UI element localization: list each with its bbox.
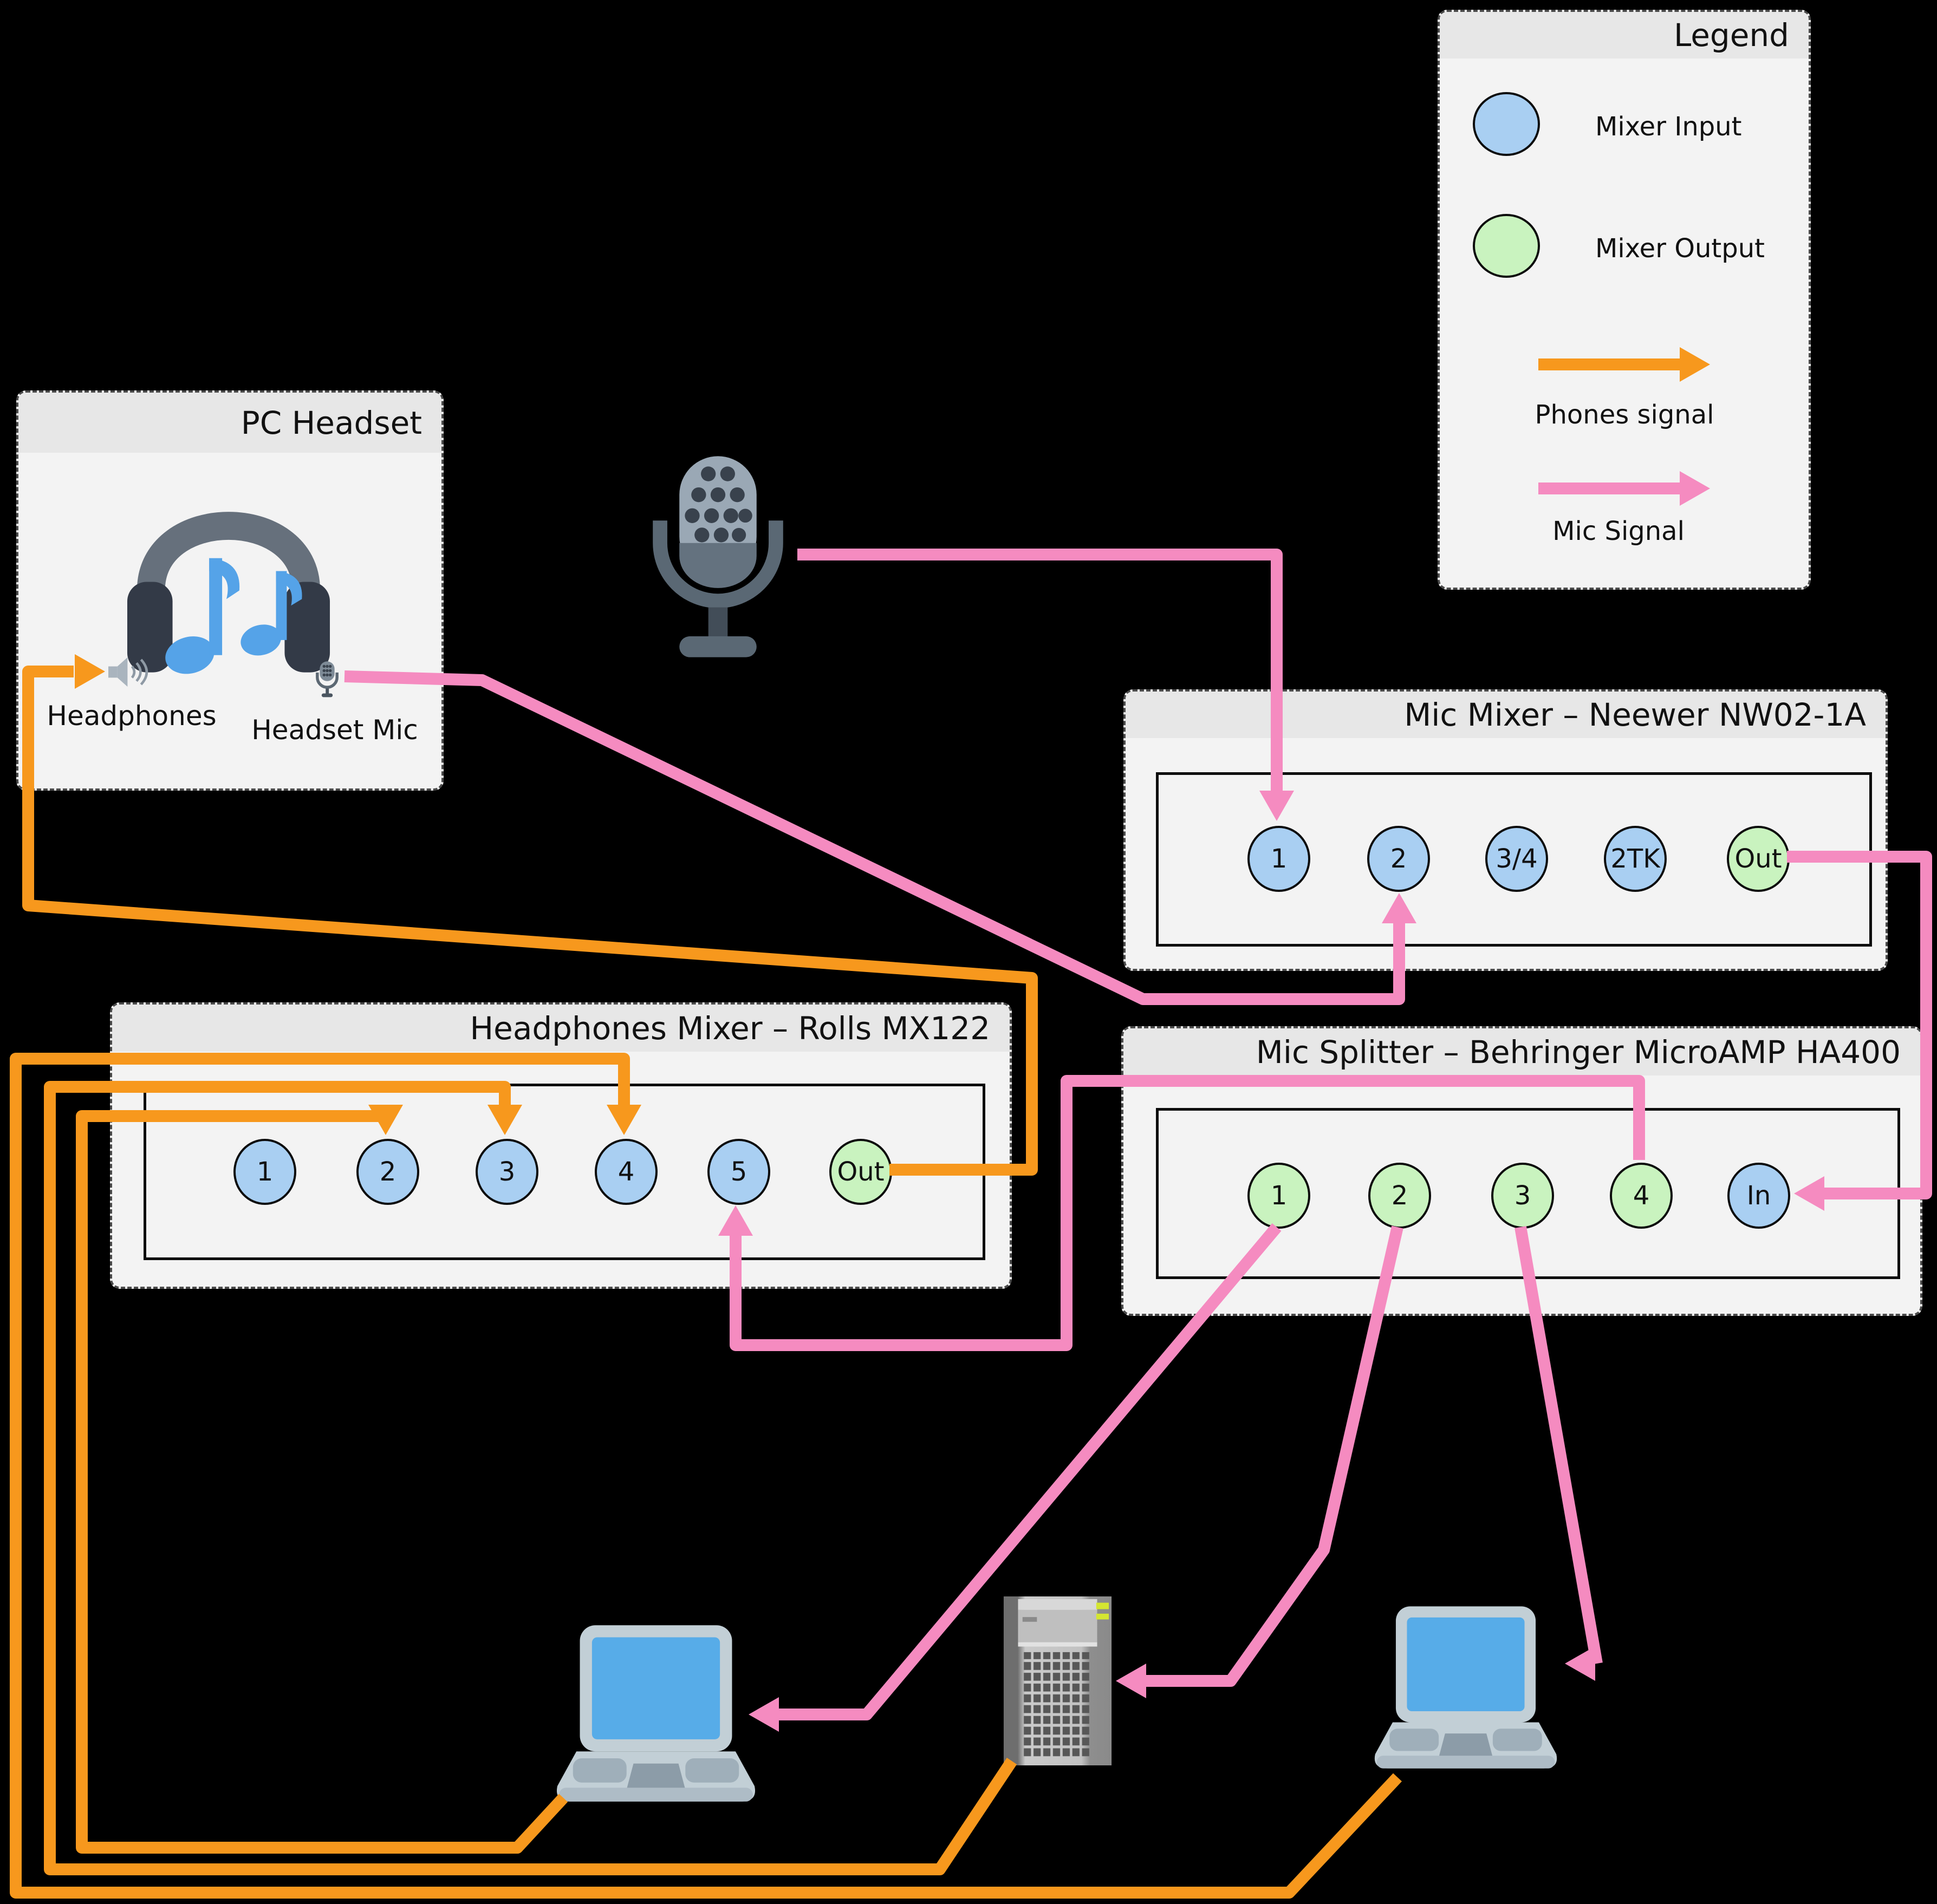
headphones-mixer-box: Headphones Mixer – Rolls MX122 1 2 3 4 5… [110,1002,1012,1289]
pc-headset-box: PC Headset [16,390,444,791]
headphones-label: Headphones [47,700,217,732]
headset-mic-label: Headset Mic [251,714,418,746]
mic-splitter-header: Mic Splitter – Behringer MicroAMP HA400 [1123,1028,1920,1075]
mic-splitter-box: Mic Splitter – Behringer MicroAMP HA400 … [1121,1026,1922,1316]
mic-mixer-port-1: 1 [1247,826,1310,892]
mic-splitter-title: Mic Splitter – Behringer MicroAMP HA400 [1256,1033,1901,1071]
pc-headset-header: PC Headset [18,393,441,453]
hp-mixer-port-out: Out [829,1139,892,1205]
legend-mixer-input-label: Mixer Input [1595,112,1742,142]
microphone-icon [653,456,783,657]
mic-mixer-header: Mic Mixer – Neewer NW02-1A [1126,692,1886,738]
hp-mixer-port-5: 5 [707,1139,770,1205]
mic-splitter-port-1: 1 [1247,1163,1310,1229]
legend-mixer-input-swatch [1473,92,1540,156]
mic-mixer-title: Mic Mixer – Neewer NW02-1A [1404,696,1866,733]
speaker-icon [108,657,148,687]
legend-header: Legend [1440,12,1809,58]
mic-mixer-port-out: Out [1727,826,1790,892]
mic-mixer-port-3-4: 3/4 [1485,826,1548,892]
hp-mixer-port-4: 4 [595,1139,658,1205]
headset-mic-icon [316,661,339,697]
legend-phones-signal-label: Phones signal [1535,400,1714,430]
mic-splitter-port-in: In [1727,1163,1790,1229]
laptop-2-icon [1374,1606,1557,1769]
hp-mixer-port-1: 1 [233,1139,296,1205]
mic-splitter-port-2: 2 [1368,1163,1431,1229]
mic-splitter-port-3: 3 [1491,1163,1554,1229]
arrow-into-laptop2 [1565,1646,1595,1681]
headphones-mixer-title: Headphones Mixer – Rolls MX122 [470,1009,990,1047]
mic-mixer-port-2tk: 2TK [1604,826,1667,892]
headphones-music-icon [127,512,330,674]
pc-headset-title: PC Headset [240,404,422,441]
mic-mixer-box: Mic Mixer – Neewer NW02-1A 1 2 3/4 2TK O… [1123,689,1888,971]
legend-title: Legend [1673,17,1789,54]
legend-mixer-output-label: Mixer Output [1595,233,1765,264]
laptop-1-icon [556,1625,756,1802]
arrow-into-server [1116,1664,1146,1698]
server-icon [1003,1596,1112,1765]
legend-mixer-output-swatch [1473,214,1540,278]
hp-mixer-port-3: 3 [476,1139,538,1205]
mic-mixer-port-2: 2 [1367,826,1430,892]
hp-mixer-port-2: 2 [356,1139,419,1205]
music-notes [165,558,302,674]
legend-box: Legend Mixer Input Mixer Output Phones s… [1438,10,1811,590]
legend-mic-signal-label: Mic Signal [1552,516,1685,546]
headphones-mixer-header: Headphones Mixer – Rolls MX122 [112,1005,1010,1052]
mic-splitter-port-4: 4 [1610,1163,1673,1229]
